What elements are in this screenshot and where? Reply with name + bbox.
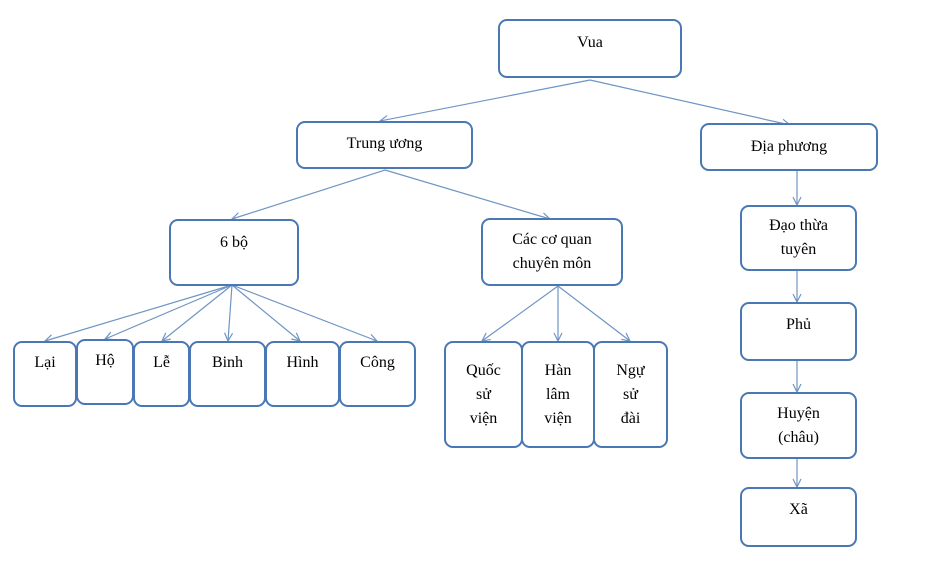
node-6-bo-label: 6 bộ (220, 234, 248, 251)
edge-vua-dia-phuong (589, 79, 790, 125)
node-quoc-su-vien-label: Quốc sử viện (466, 361, 501, 427)
node-le: Lễ (133, 341, 190, 407)
node-cong: Công (339, 341, 416, 407)
node-trung-uong: Trung ương (296, 121, 473, 169)
node-huyen-chau: Huyện (châu) (740, 392, 857, 459)
edge-6-bo-cong (231, 284, 377, 341)
node-cac-co-quan-chuyen-mon: Các cơ quan chuyên môn (481, 218, 623, 286)
node-lai-label: Lại (34, 354, 56, 371)
node-binh-label: Binh (211, 354, 244, 371)
node-ngu-su-dai: Ngự sử đài (593, 341, 668, 448)
node-dao-thua-tuyen: Đạo thừa tuyên (740, 205, 857, 271)
node-han-lam-vien: Hàn lâm viện (521, 341, 595, 448)
node-binh: Binh (189, 341, 266, 407)
node-6-bo: 6 bộ (169, 219, 299, 286)
edge-trung-uong-6-bo (232, 169, 386, 219)
edge-co-quan-quoc-su (482, 285, 559, 341)
node-phu: Phủ (740, 302, 857, 361)
node-vua-label: Vua (577, 34, 603, 51)
edge-trung-uong-co-quan (384, 169, 550, 219)
node-dia-phuong: Địa phương (700, 123, 878, 171)
edge-co-quan-ngu-su (557, 285, 630, 341)
node-ngu-su-dai-label: Ngự sử đài (616, 361, 645, 427)
node-cong-label: Công (360, 354, 395, 371)
node-dia-phuong-label: Địa phương (750, 138, 828, 155)
node-hinh-label: Hình (286, 354, 319, 371)
node-vua: Vua (498, 19, 682, 78)
node-phu-label: Phủ (786, 316, 811, 333)
node-hinh: Hình (265, 341, 340, 407)
node-dao-thua-tuyen-label: Đạo thừa tuyên (769, 217, 828, 258)
node-ho-label: Hộ (95, 352, 115, 369)
node-xa-label: Xã (789, 501, 808, 518)
node-cac-co-quan-label: Các cơ quan chuyên môn (512, 231, 592, 272)
edge-6-bo-binh (228, 284, 232, 341)
node-le-label: Lễ (153, 354, 170, 371)
node-ho: Hộ (76, 339, 134, 405)
node-xa: Xã (740, 487, 857, 547)
edge-vua-trung-uong (380, 79, 591, 121)
edge-6-bo-lai (45, 284, 233, 341)
node-han-lam-vien-label: Hàn lâm viện (544, 361, 572, 427)
node-huyen-chau-label: Huyện (châu) (777, 404, 820, 446)
node-quoc-su-vien: Quốc sử viện (444, 341, 523, 448)
edge-6-bo-hinh (231, 284, 300, 341)
edge-6-bo-ho (105, 284, 233, 339)
edge-6-bo-le (162, 284, 233, 341)
node-trung-uong-label: Trung ương (346, 135, 423, 152)
node-lai: Lại (13, 341, 77, 407)
